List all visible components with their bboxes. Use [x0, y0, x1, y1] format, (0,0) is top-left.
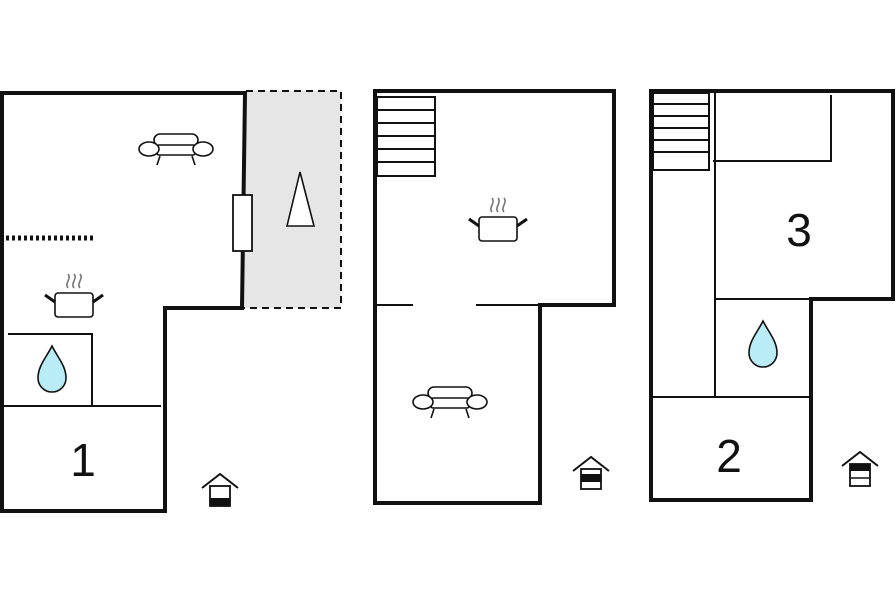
- water-drop-icon: [748, 320, 778, 368]
- first-floor-plan: [373, 89, 616, 505]
- room-number-1: 1: [70, 434, 96, 486]
- room-number-3: 3: [786, 204, 812, 256]
- bathroom-wall: [8, 333, 93, 406]
- sofa-icon: [138, 133, 214, 166]
- terrace-area: [243, 91, 341, 308]
- floor-level-house-icon: [201, 473, 239, 507]
- water-drop-icon: [37, 345, 67, 393]
- staircase-icon: [652, 92, 710, 171]
- sofa-icon: [412, 386, 488, 419]
- terrace-outline: [243, 90, 342, 309]
- ground-floor-plan: 1: [0, 90, 342, 513]
- cooking-pot-icon: [467, 196, 529, 243]
- staircase-icon: [376, 96, 436, 177]
- ground-floor-walls: [0, 91, 248, 513]
- floor-level-house-icon: [572, 456, 610, 490]
- wardrobe-outline: [713, 95, 832, 162]
- parasol-icon: [285, 171, 316, 227]
- floor-level-house-icon: [841, 451, 879, 487]
- second-floor-plan: 3 2: [649, 89, 895, 502]
- cooking-pot-icon: [43, 272, 105, 319]
- terrace-door: [232, 194, 253, 252]
- room-number-2: 2: [716, 430, 742, 482]
